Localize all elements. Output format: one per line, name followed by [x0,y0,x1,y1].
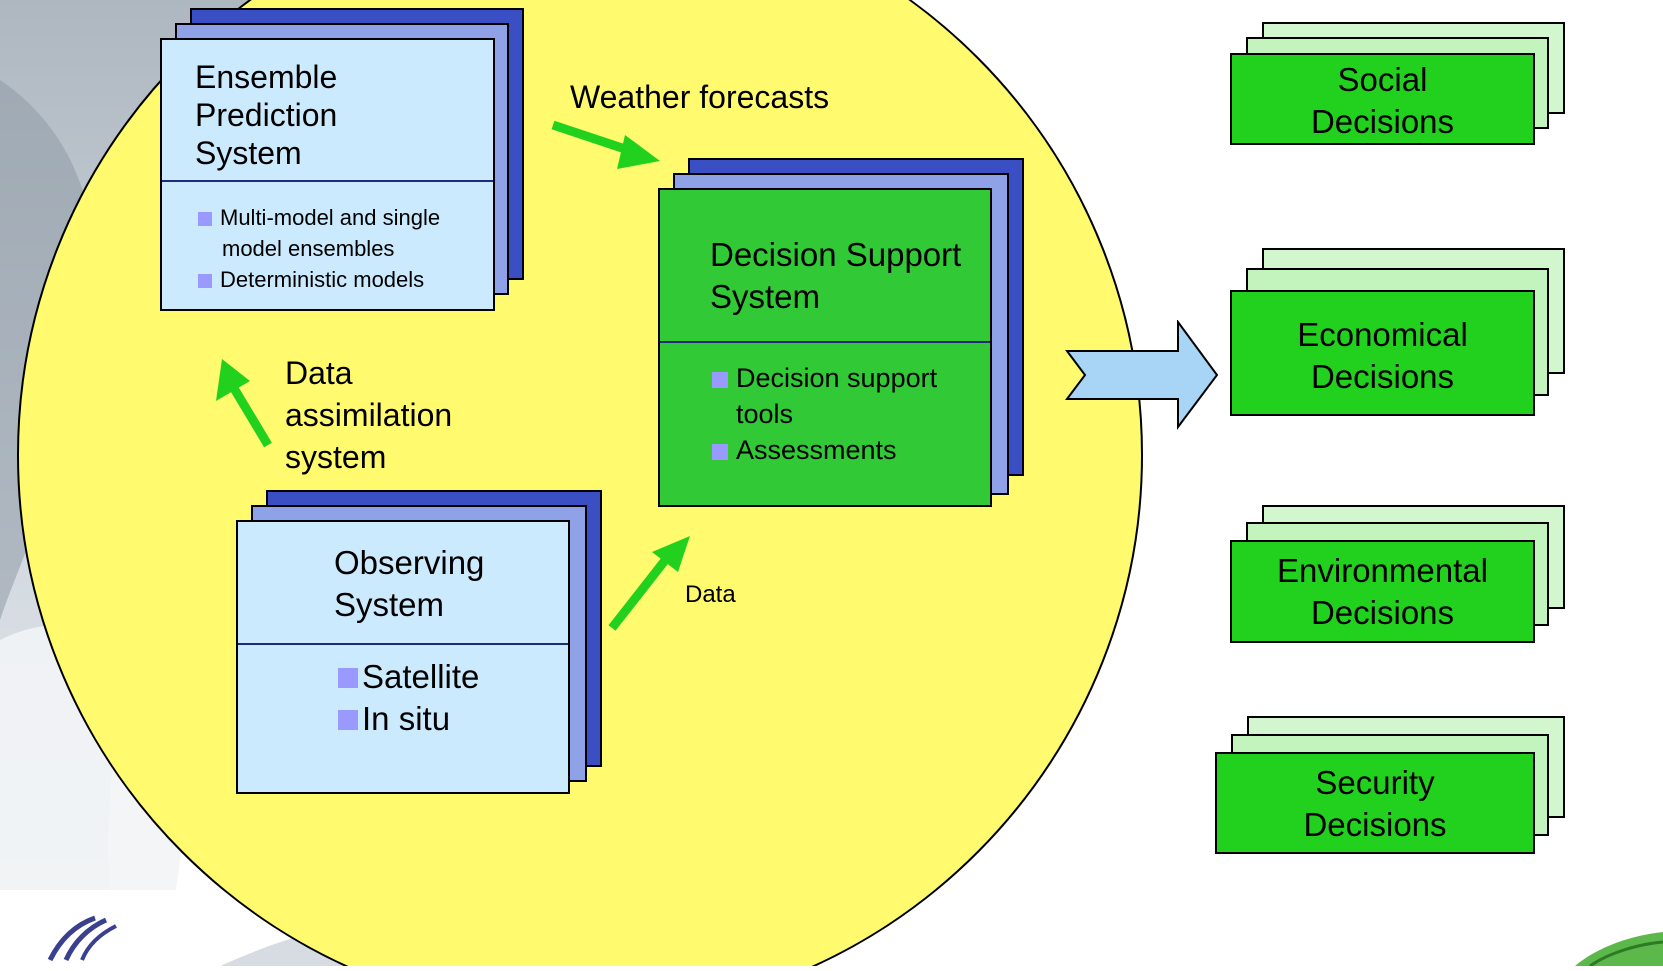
globe-icon [1575,932,1663,966]
data-assimilation-arrow [216,359,272,448]
ensemble-bullet: Multi-model and single [220,205,441,230]
data-assimilation-line: Data [285,355,353,391]
decision-line: Decisions [1303,806,1447,843]
dss-bullet: tools [736,399,794,429]
observing-title-line: Observing [334,544,485,581]
bullet-square-icon [338,710,358,730]
data-assimilation-line: system [285,439,387,475]
big-arrow [1065,320,1219,430]
data-arrow [608,536,690,631]
bullet-square-icon [712,444,728,460]
bullet-square-icon [712,372,728,388]
data-assimilation-line: assimilation [285,397,453,433]
economical-decisions-box: Economical Decisions [1230,290,1535,416]
ensemble-title-line: Ensemble [195,59,338,95]
decision-line: Decisions [1310,103,1455,140]
decision-line: Decisions [1310,358,1455,395]
ensemble-title-line: System [195,135,302,171]
dss-bullet: Decision support [736,363,938,393]
decision-line: Social [1337,61,1428,98]
ensemble-bullet: model ensembles [222,236,395,261]
data-label: Data [685,581,736,608]
ensemble-title-line: Prediction [195,97,338,133]
weather-forecasts-label: Weather forecasts [570,79,830,115]
decision-line: Security [1315,764,1435,801]
observing-title-line: System [334,586,445,623]
decision-line: Environmental [1277,552,1488,589]
bullet-square-icon [338,668,358,688]
dss-card: Decision Support System Decision support… [658,188,992,507]
data-assimilation-label: Data assimilation system [285,352,452,478]
weather-forecast-arrow [551,120,660,169]
dss-title-line: System [710,278,821,315]
observing-bullet: Satellite [362,658,480,695]
logo-icon [0,890,222,966]
bullet-square-icon [198,212,212,226]
social-decisions-box: Social Decisions [1230,53,1535,145]
ensemble-bullet: Deterministic models [220,267,425,292]
security-decisions-box: Security Decisions [1215,752,1535,854]
observing-card: Observing System Satellite In situ [236,520,570,794]
dss-bullet: Assessments [736,435,897,465]
decision-line: Economical [1297,316,1468,353]
decision-line: Decisions [1310,594,1455,631]
environmental-decisions-box: Environmental Decisions [1230,540,1535,643]
bullet-square-icon [198,274,212,288]
ensemble-card: Ensemble Prediction System Multi-model a… [160,38,495,311]
observing-bullet: In situ [362,700,451,737]
dss-title-line: Decision Support [710,236,962,273]
